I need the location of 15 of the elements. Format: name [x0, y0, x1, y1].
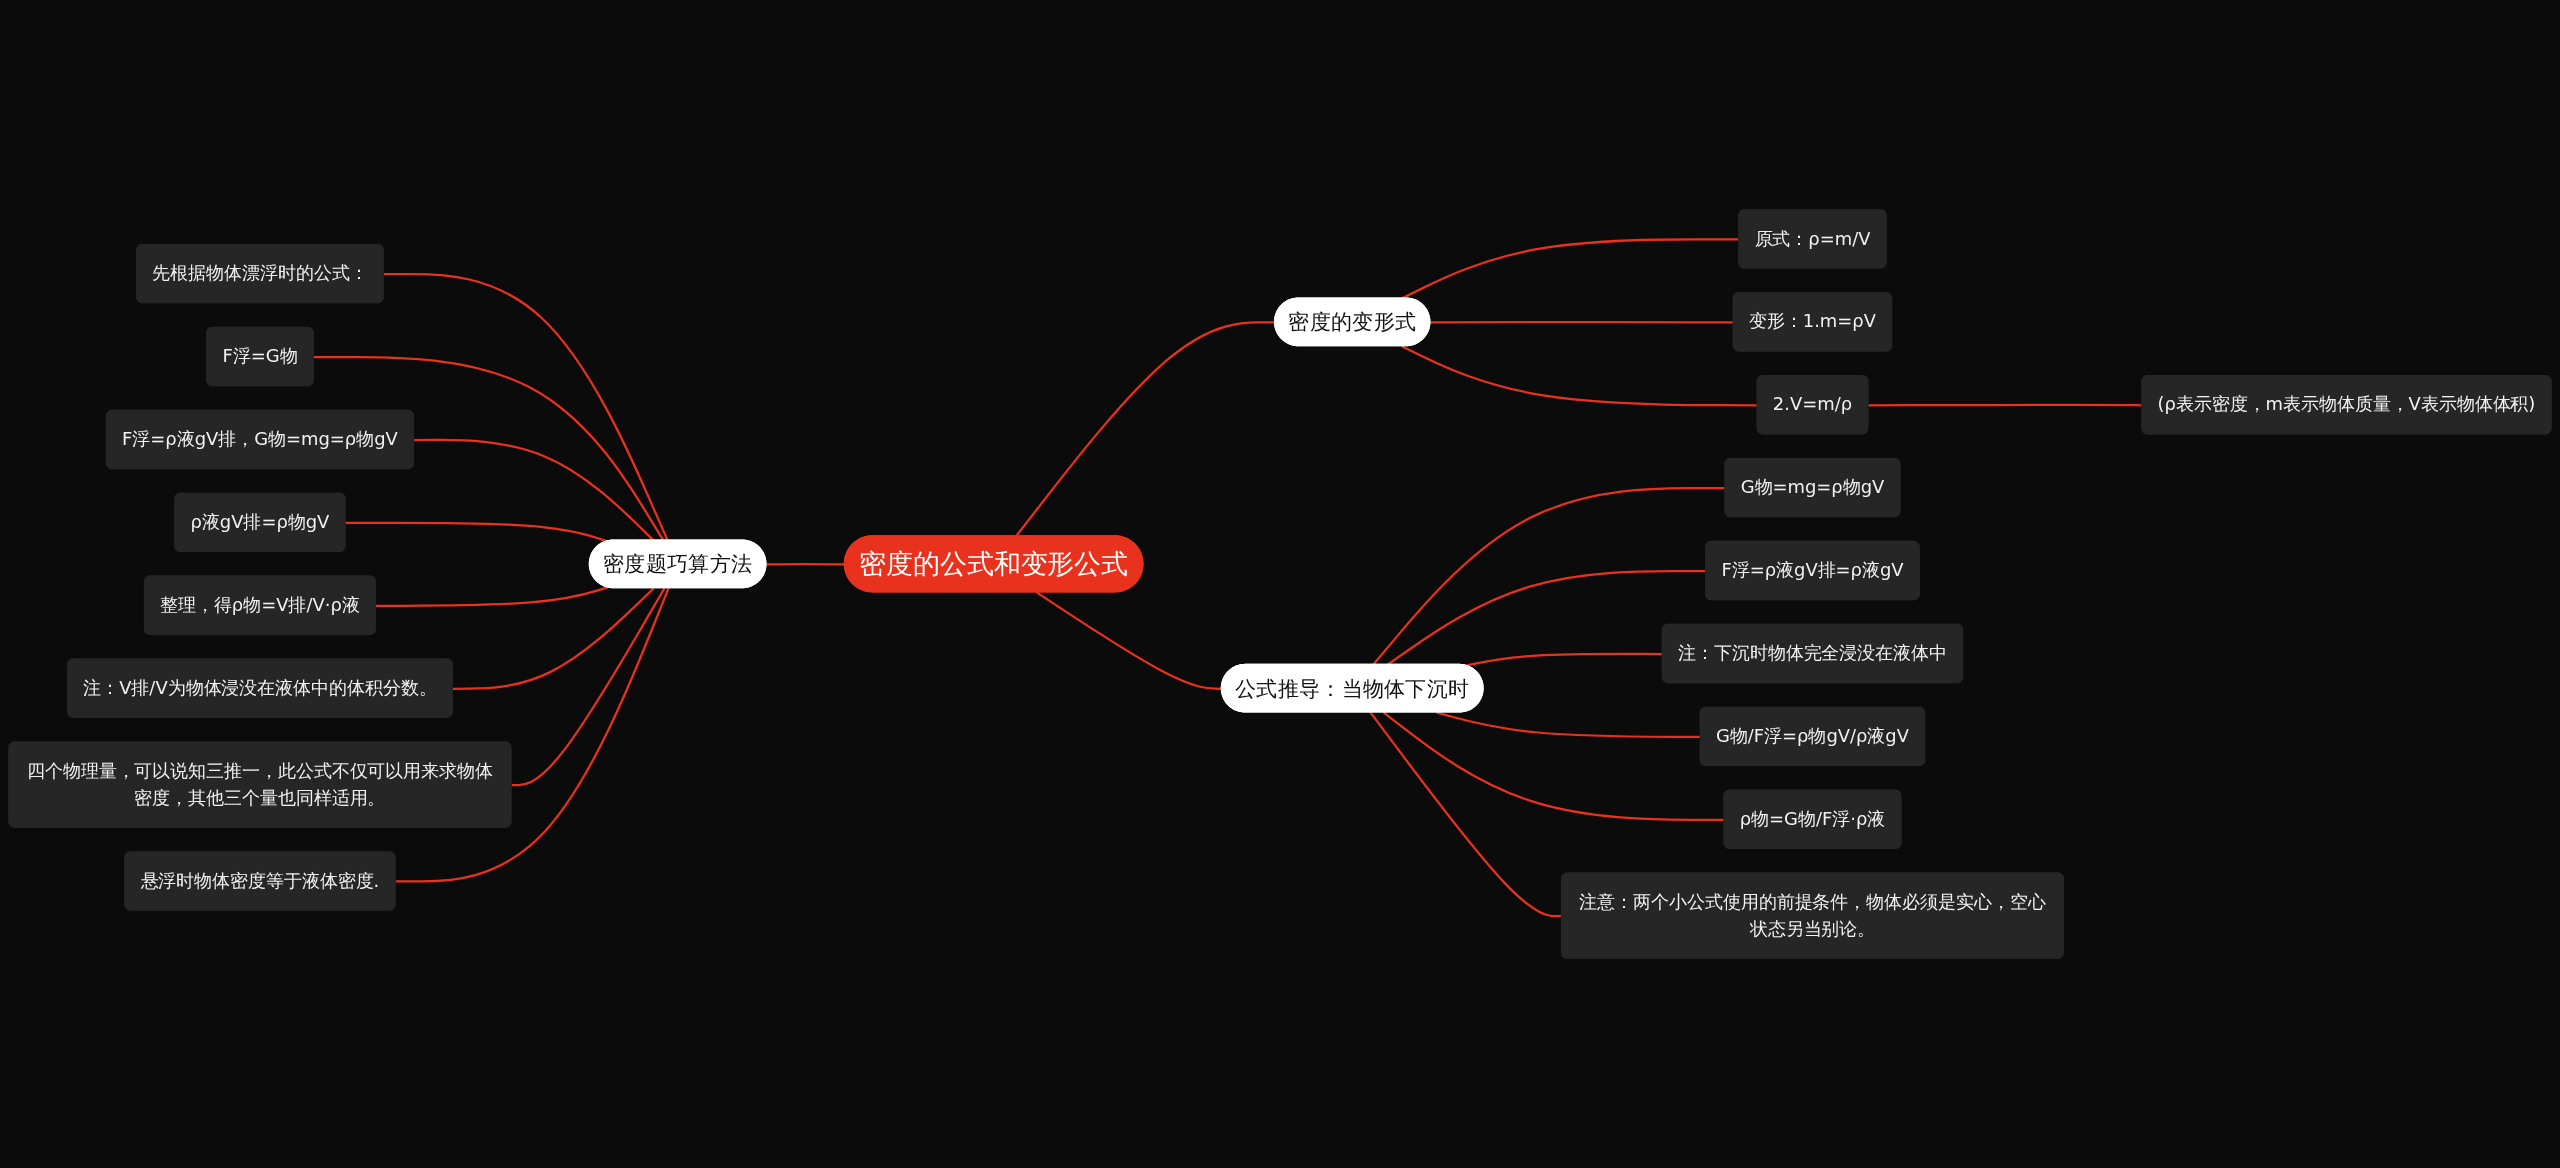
- connector: [766, 562, 845, 566]
- connector: [345, 521, 608, 543]
- connector: [395, 587, 670, 883]
- connector: [375, 586, 608, 607]
- connector: [511, 587, 666, 787]
- connector: [313, 355, 665, 542]
- connector: [1465, 652, 1663, 667]
- connector: [1436, 711, 1701, 739]
- connector: [1401, 345, 1758, 407]
- connector: [1430, 320, 1734, 324]
- connector: [414, 438, 655, 542]
- connector: [1383, 711, 1725, 821]
- connector: [383, 273, 669, 542]
- connector: [452, 587, 655, 690]
- connector: [1036, 591, 1222, 690]
